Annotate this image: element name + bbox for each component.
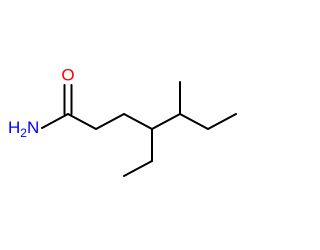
bond-c1-c2 xyxy=(67,113,97,130)
bond-c4-c5 xyxy=(151,113,181,130)
bond-c5-c6 xyxy=(179,113,209,130)
amine-group-label: H2N xyxy=(8,118,39,140)
oxygen-atom-label: O xyxy=(61,65,74,84)
skeletal-structure-diagram: O H2N xyxy=(8,65,237,177)
bond-c3-c4 xyxy=(123,113,153,130)
amine-hydrogen-count: 2 xyxy=(20,126,27,140)
bond-ethyl-branch-2 xyxy=(123,160,153,177)
bond-c2-c3 xyxy=(95,113,125,130)
amine-nitrogen-symbol: N xyxy=(27,118,39,137)
bond-c6-c7 xyxy=(207,113,237,130)
bond-carbonyl-to-amine xyxy=(41,113,69,129)
amine-hydrogen-symbol: H xyxy=(8,118,20,137)
